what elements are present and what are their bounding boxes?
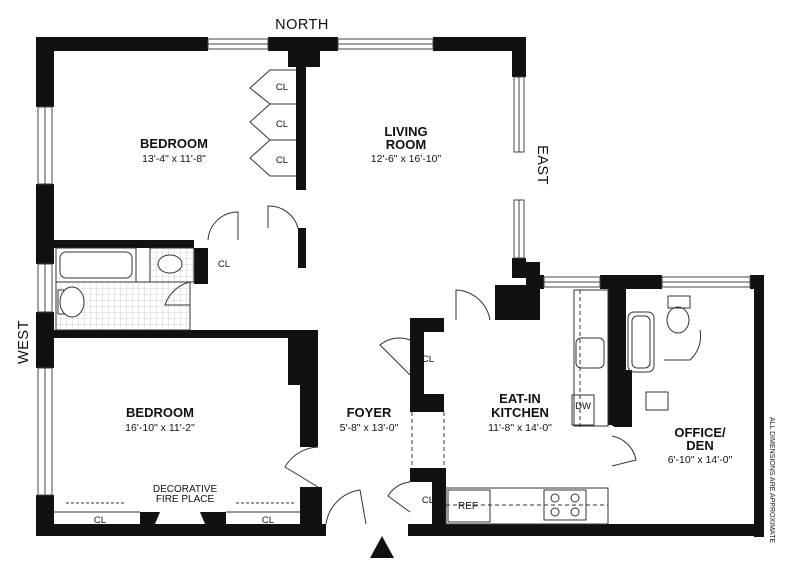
- entrance-arrow-icon: [370, 536, 394, 558]
- closet-label: CL: [276, 155, 288, 166]
- refrigerator-label: REF: [458, 501, 478, 512]
- kitchen-name-2: Kitchen: [491, 405, 549, 420]
- closet-label: CL: [94, 515, 106, 526]
- disclaimer-text: All dimensions are approximate: [768, 417, 775, 543]
- office-name-1: Office/: [674, 425, 726, 440]
- fixtures: [54, 69, 702, 525]
- bedroom-2-dims: 16'-10" x 11'-2": [125, 422, 195, 434]
- windows: [37, 38, 751, 496]
- fireplace-label-1: Decorative: [153, 484, 218, 495]
- north-label: North: [275, 17, 329, 33]
- office-name-2: Den: [686, 438, 713, 453]
- living-room-name-2: Room: [386, 137, 426, 152]
- bedroom-2-name: Bedroom: [126, 405, 194, 420]
- closet-label: CL: [422, 354, 434, 365]
- closet-label: CL: [276, 82, 288, 93]
- living-room-dims: 12'-6" x 16'-10": [371, 153, 442, 165]
- foyer-dims: 5'-8" x 13'-0": [340, 422, 399, 434]
- office-dims: 6'-10" x 14'-0": [668, 454, 733, 466]
- foyer-name: Foyer: [347, 405, 392, 420]
- west-label: West: [16, 320, 32, 364]
- closet-label: CL: [276, 119, 288, 130]
- kitchen-dims: 11'-8" x 14'-0": [488, 422, 552, 434]
- closet-label: CL: [422, 495, 434, 506]
- dishwasher-label: DW: [575, 401, 591, 412]
- east-label: East: [534, 145, 550, 185]
- bedroom-1-dims: 13'-4" x 11'-8": [142, 153, 206, 165]
- bedroom-1-name: Bedroom: [140, 136, 208, 151]
- fireplace-label-2: Fire Place: [156, 494, 215, 505]
- living-room-name-1: Living: [384, 124, 427, 139]
- closet-label: CL: [262, 515, 274, 526]
- kitchen-name-1: Eat-in: [499, 391, 541, 406]
- walls: [36, 37, 764, 537]
- closet-label: CL: [218, 259, 230, 270]
